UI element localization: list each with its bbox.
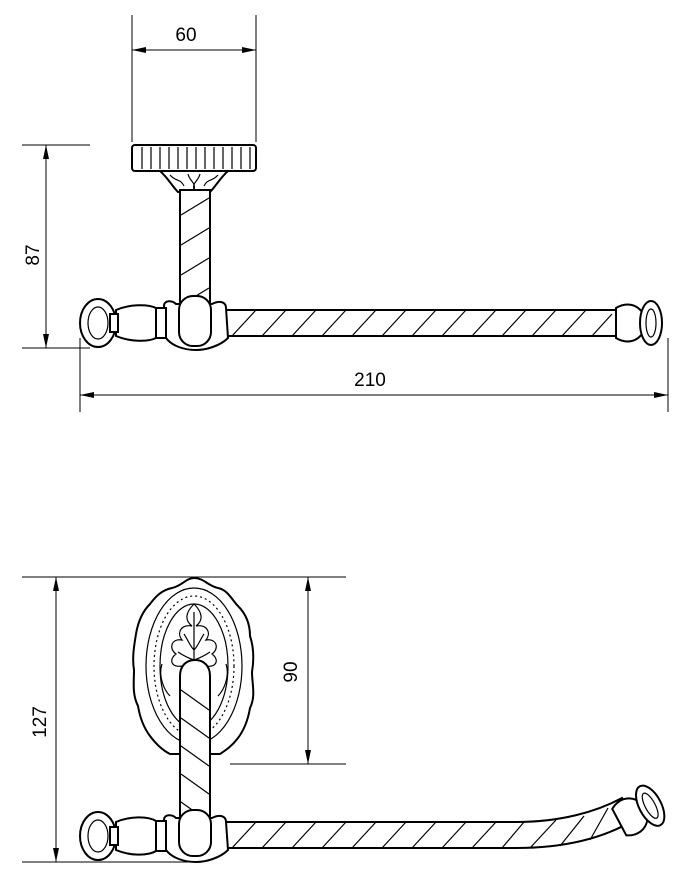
right-finial-top: [615, 300, 663, 346]
left-finial-top: [79, 298, 167, 348]
top-view: 60 87 210: [22, 15, 669, 412]
dimension-plate-90: 90: [230, 577, 346, 765]
left-finial-front: [79, 811, 167, 861]
dimension-label-210: 210: [354, 370, 386, 391]
dimension-label-90: 90: [281, 661, 302, 682]
elbow-joint-front: [162, 809, 230, 864]
right-finial-front: [611, 784, 666, 837]
front-view: 127 90: [22, 576, 666, 864]
dimension-height-127: 127: [22, 576, 346, 863]
dimension-label-87: 87: [23, 244, 44, 265]
dimension-width-60: 60: [131, 15, 257, 142]
dimension-length-210: 210: [79, 338, 669, 412]
ornament-base-top: [157, 170, 231, 193]
horizontal-bar-top: [225, 309, 617, 337]
elbow-joint-top: [162, 295, 230, 352]
wall-plate-top: [131, 144, 257, 172]
horizontal-bar-front: [225, 796, 636, 849]
dimension-label-60: 60: [175, 25, 196, 46]
dimension-label-127: 127: [30, 706, 51, 738]
vertical-arm-front: [179, 658, 211, 831]
dimension-height-87: 87: [22, 144, 90, 349]
